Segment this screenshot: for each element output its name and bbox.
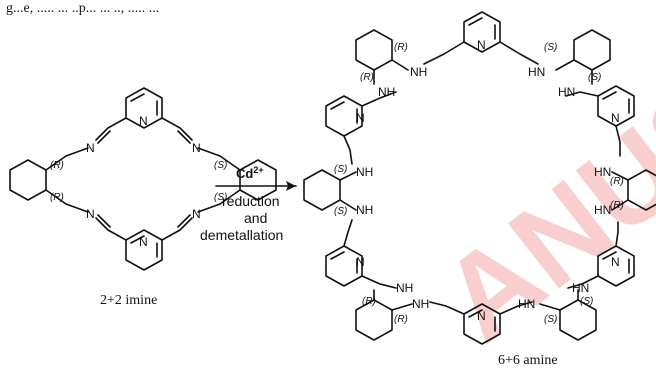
n-pyr-right-lower: N [611, 255, 620, 269]
st-lm-2: (S) [334, 206, 347, 217]
nh-bottom-left: NH [412, 297, 429, 311]
hn-right-mid-1: HN [594, 165, 611, 179]
stereo-r-1: (R) [50, 160, 64, 171]
condition-demetallation: demetallation [200, 227, 283, 243]
pyridine-left-upper [325, 95, 363, 137]
pyridine-top-double-bonds [130, 93, 158, 116]
imine-double-bottom [97, 214, 191, 228]
condition-reduction: reduction [222, 193, 280, 209]
st-tl-1: (R) [394, 42, 408, 53]
subst-bottom-left [373, 289, 413, 311]
pyridine-left-upper-db [330, 101, 358, 124]
cyclohexane-right-substituents [219, 155, 241, 205]
st-lm-1: (S) [334, 164, 347, 175]
pyridine-left-lower-db [330, 251, 358, 274]
st-bl-2: (R) [394, 314, 408, 325]
arms-left-lower [343, 219, 397, 289]
amine-6-6-structure: N NH HN NH HN N N NH HN NH HN N N NH HN … [303, 11, 656, 368]
n-pyr-bottom: N [477, 309, 486, 323]
imine-2-2-structure: N N N N N N (R) (R) (S) (S) 2+2 imine [9, 87, 277, 308]
subst-top-left [373, 59, 409, 85]
hn-top-right: HN [528, 65, 545, 79]
st-br-2: (S) [580, 296, 593, 307]
atom-n-pyridine-bottom: N [139, 235, 148, 249]
pyridine-right-upper-db [602, 91, 630, 114]
pyridine-bottom-double-bonds [130, 235, 158, 258]
imine-n-right [197, 147, 221, 213]
cyclohexane-top-left [355, 29, 393, 71]
nh-left-mid-1: NH [356, 165, 373, 179]
pyridine-ring-bottom [125, 229, 163, 271]
arms-right-lower [567, 221, 619, 289]
nh-tl-lower: NH [378, 85, 395, 99]
pyridine-bottom-db [468, 309, 496, 332]
arms-bottom [429, 301, 533, 315]
st-rm-2: (R) [610, 200, 624, 211]
arms-left-upper [343, 91, 397, 165]
cyclohexane-left-substituents [45, 155, 67, 205]
label-6-6-amine: 6+6 amine [498, 353, 558, 368]
atom-n-pyridine-top: N [139, 114, 148, 128]
imine-arms-bottom [95, 217, 193, 241]
pyridine-right-lower-db [602, 251, 630, 274]
imine-arms-top [95, 117, 193, 141]
arms-right-upper [565, 91, 621, 157]
label-2-2-imine: 2+2 imine [100, 293, 157, 308]
nh-top-left: NH [410, 65, 427, 79]
atom-n-imine-2: N [192, 141, 201, 155]
subst-bottom-right [539, 289, 579, 311]
stereo-r-2: (R) [50, 192, 64, 203]
st-rm-1: (R) [610, 176, 624, 187]
subst-left-middle [339, 171, 357, 211]
subst-top-right [555, 59, 593, 85]
header-text-fragment: g...e, ..... ... ..p... ... .., ..... ..… [6, 1, 159, 16]
cyclohexane-left-middle [303, 169, 341, 211]
arrow-head-icon [286, 181, 296, 191]
nh-left-mid-2: NH [356, 203, 373, 217]
imine-n-left [65, 147, 89, 213]
st-br-1: (S) [544, 314, 557, 325]
pyridine-right-upper [597, 85, 635, 127]
nh-bl-upper: NH [396, 281, 413, 295]
stereo-s-2: (S) [214, 192, 227, 203]
st-tl-2: (R) [360, 72, 374, 83]
hn-tr-lower: HN [558, 85, 575, 99]
st-tr-1: (S) [544, 42, 557, 53]
hn-right-mid-2: HN [594, 203, 611, 217]
pyridine-top-db [468, 17, 496, 40]
atom-n-imine-1: N [86, 141, 95, 155]
subst-right-middle [611, 171, 629, 211]
hn-br-upper: HN [572, 281, 589, 295]
stereo-s-1: (S) [214, 160, 227, 171]
n-pyr-right-upper: N [611, 111, 620, 125]
atom-n-imine-3: N [86, 207, 95, 221]
n-pyr-left-lower: N [356, 255, 365, 269]
st-bl-1: (R) [362, 296, 376, 307]
hn-bottom-right: HN [518, 297, 535, 311]
imine-double-top [97, 130, 191, 144]
cyclohexane-left [9, 159, 47, 201]
reaction-arrow-group: Cd2+ reduction and demetallation [200, 165, 297, 243]
n-pyr-left-upper: N [356, 111, 365, 125]
pyridine-bottom [463, 303, 501, 345]
arms-top [423, 41, 539, 65]
atom-n-imine-4: N [192, 207, 201, 221]
cyclohexane-top-right [573, 29, 611, 71]
st-tr-2: (S) [588, 72, 601, 83]
condition-and: and [244, 210, 267, 226]
n-pyr-top: N [477, 38, 486, 52]
reagent-cd: Cd2+ [236, 165, 264, 181]
